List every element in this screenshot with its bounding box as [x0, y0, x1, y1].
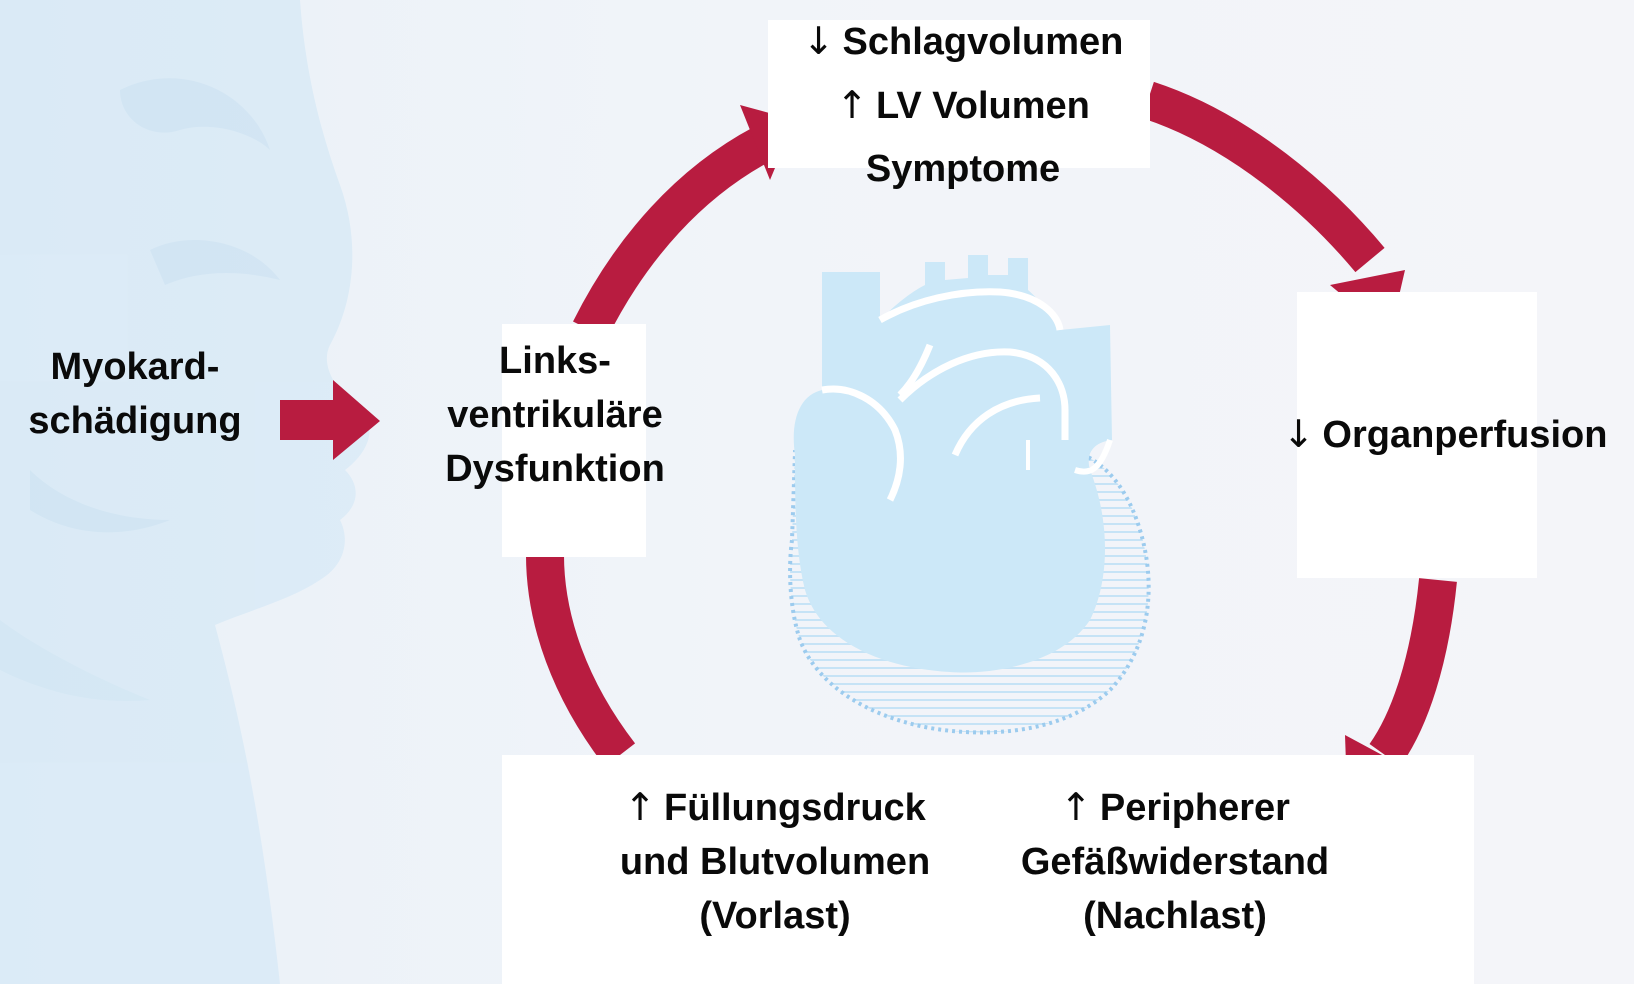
- myocardial-damage-label: Myokard- schädigung: [10, 340, 260, 448]
- down-arrow-icon: ↓: [803, 19, 835, 63]
- organ-perfusion-label: ↓Organperfusion: [1260, 407, 1630, 462]
- up-arrow-icon: ↑: [624, 785, 656, 829]
- arrow-lv-to-stroke-volume: [590, 140, 770, 330]
- heart-illustration-icon: [790, 255, 1149, 732]
- up-arrow-icon: ↑: [1060, 785, 1092, 829]
- arrow-stroke-volume-to-organ-perfusion: [1148, 100, 1370, 260]
- down-arrow-icon: ↓: [1283, 412, 1315, 456]
- lv-dysfunction-label: Links- ventrikuläre Dysfunktion: [420, 334, 690, 496]
- arrow-filling-pressure-to-lv: [545, 555, 620, 755]
- filling-pressure-label: ↑Füllungsdruck und Blutvolumen (Vorlast): [585, 780, 965, 943]
- arrow-organ-perfusion-to-resistance: [1385, 580, 1438, 755]
- peripheral-resistance-label: ↑Peripherer Gefäßwiderstand (Nachlast): [985, 780, 1365, 943]
- background-figure-icon: [0, 0, 369, 984]
- stroke-volume-label: ↓Schlagvolumen ↑LV Volumen Symptome: [778, 10, 1148, 201]
- up-arrow-icon: ↑: [836, 83, 868, 127]
